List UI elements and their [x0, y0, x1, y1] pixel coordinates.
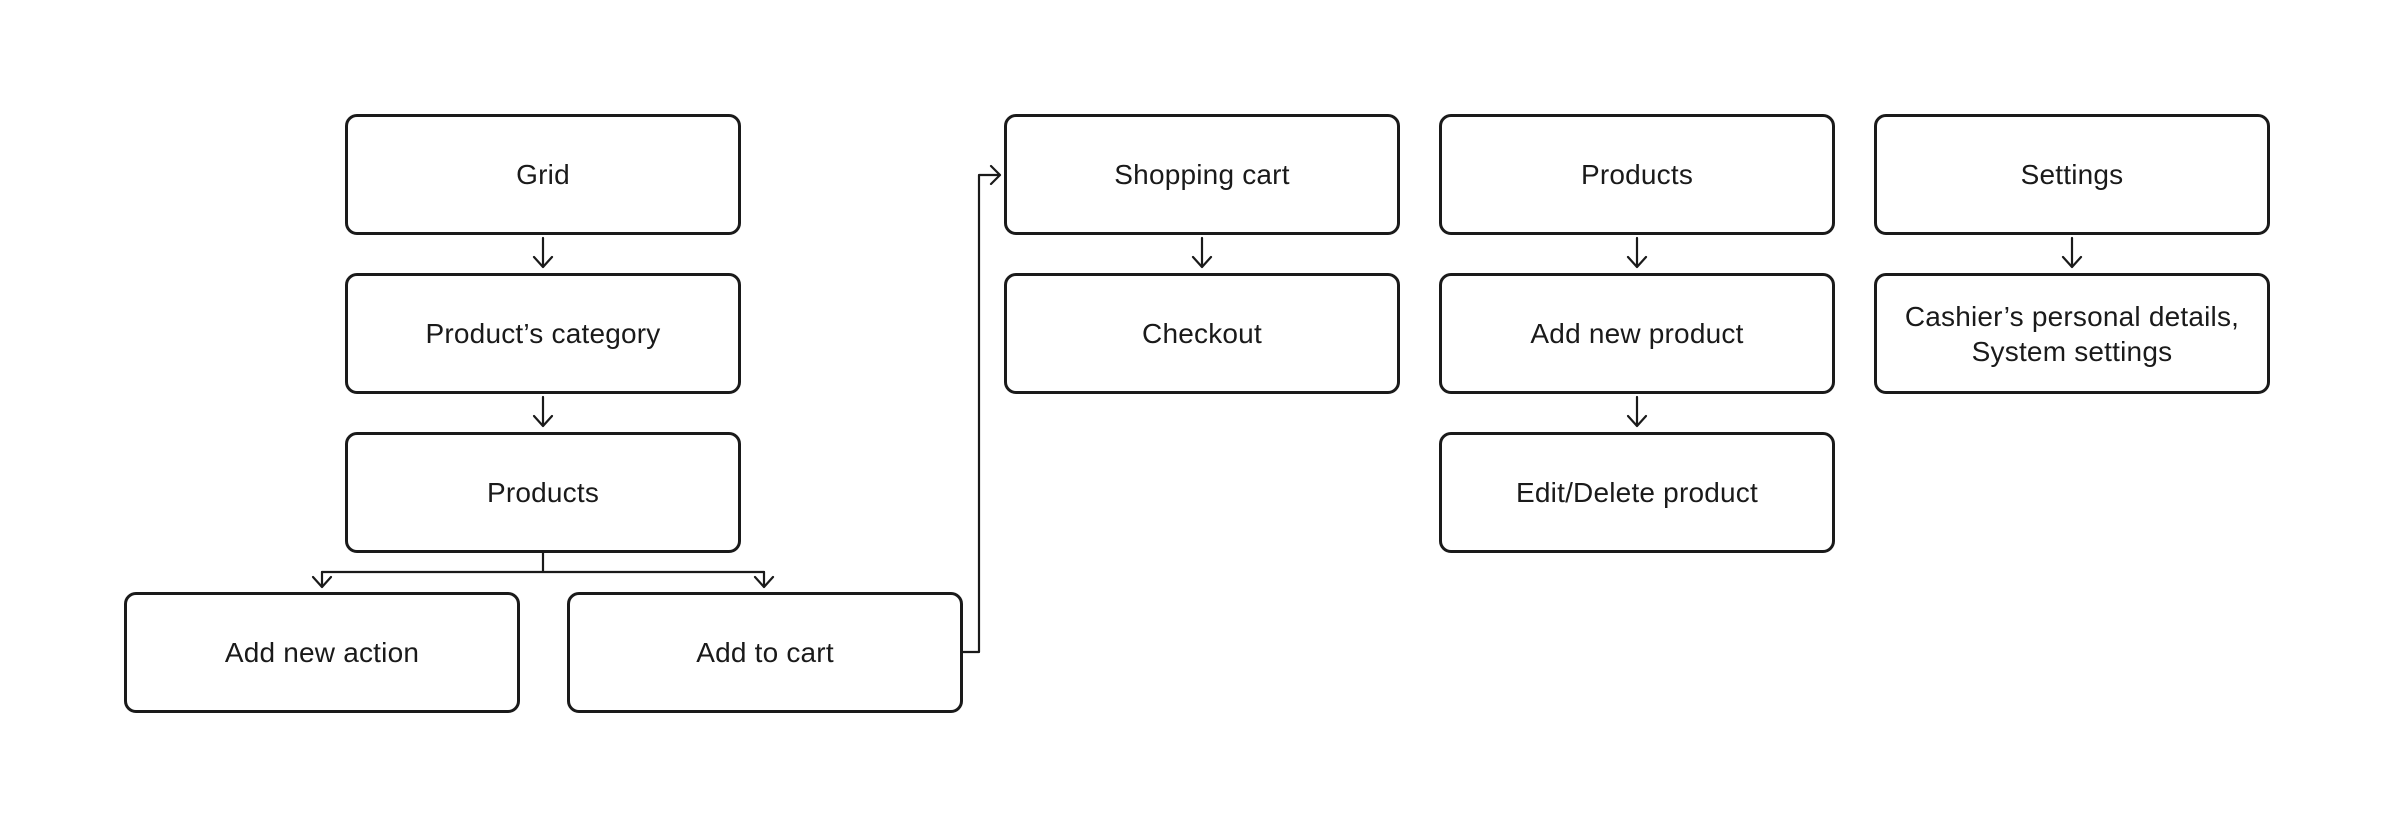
node-settings-label: Settings [2020, 159, 2124, 190]
node-products-category-label: Product’s category [425, 318, 661, 349]
node-edit-delete-product-label: Edit/Delete product [1516, 477, 1758, 508]
branch-products-to-children [320, 551, 766, 574]
node-settings: Settings [1874, 114, 2270, 235]
node-grid: Grid [345, 114, 741, 235]
node-shopping-cart: Shopping cart [1004, 114, 1400, 235]
node-checkout: Checkout [1004, 273, 1400, 394]
arrow-add-new-product-to-edit-delete [1626, 395, 1648, 428]
arrow-grid-to-products-category [532, 236, 554, 269]
node-add-new-product: Add new product [1439, 273, 1835, 394]
arrow-products-admin-to-add-new-product [1626, 236, 1648, 269]
node-add-new-action: Add new action [124, 592, 520, 713]
node-cashier-details-label: Cashier’s personal details, System setti… [1904, 300, 2240, 367]
arrow-add-to-cart-to-shopping-cart [960, 164, 1002, 654]
node-add-new-action-label: Add new action [224, 637, 420, 668]
node-products-main-label: Products [486, 477, 600, 508]
node-products-category: Product’s category [345, 273, 741, 394]
arrow-shopping-cart-to-checkout [1191, 236, 1213, 269]
node-products-admin-label: Products [1580, 159, 1694, 190]
node-checkout-label: Checkout [1142, 318, 1262, 349]
node-cashier-details: Cashier’s personal details, System setti… [1874, 273, 2270, 394]
node-add-to-cart-label: Add to cart [696, 637, 834, 668]
node-add-to-cart: Add to cart [567, 592, 963, 713]
node-products-admin: Products [1439, 114, 1835, 235]
arrow-settings-to-cashier-details [2061, 236, 2083, 269]
node-shopping-cart-label: Shopping cart [1114, 159, 1290, 190]
node-add-new-product-label: Add new product [1530, 318, 1744, 349]
arrow-branch-to-add-new-action [311, 570, 333, 589]
node-edit-delete-product: Edit/Delete product [1439, 432, 1835, 553]
node-grid-label: Grid [516, 159, 570, 190]
arrow-branch-to-add-to-cart [753, 570, 775, 589]
arrow-products-category-to-products [532, 395, 554, 428]
node-products-main: Products [345, 432, 741, 553]
